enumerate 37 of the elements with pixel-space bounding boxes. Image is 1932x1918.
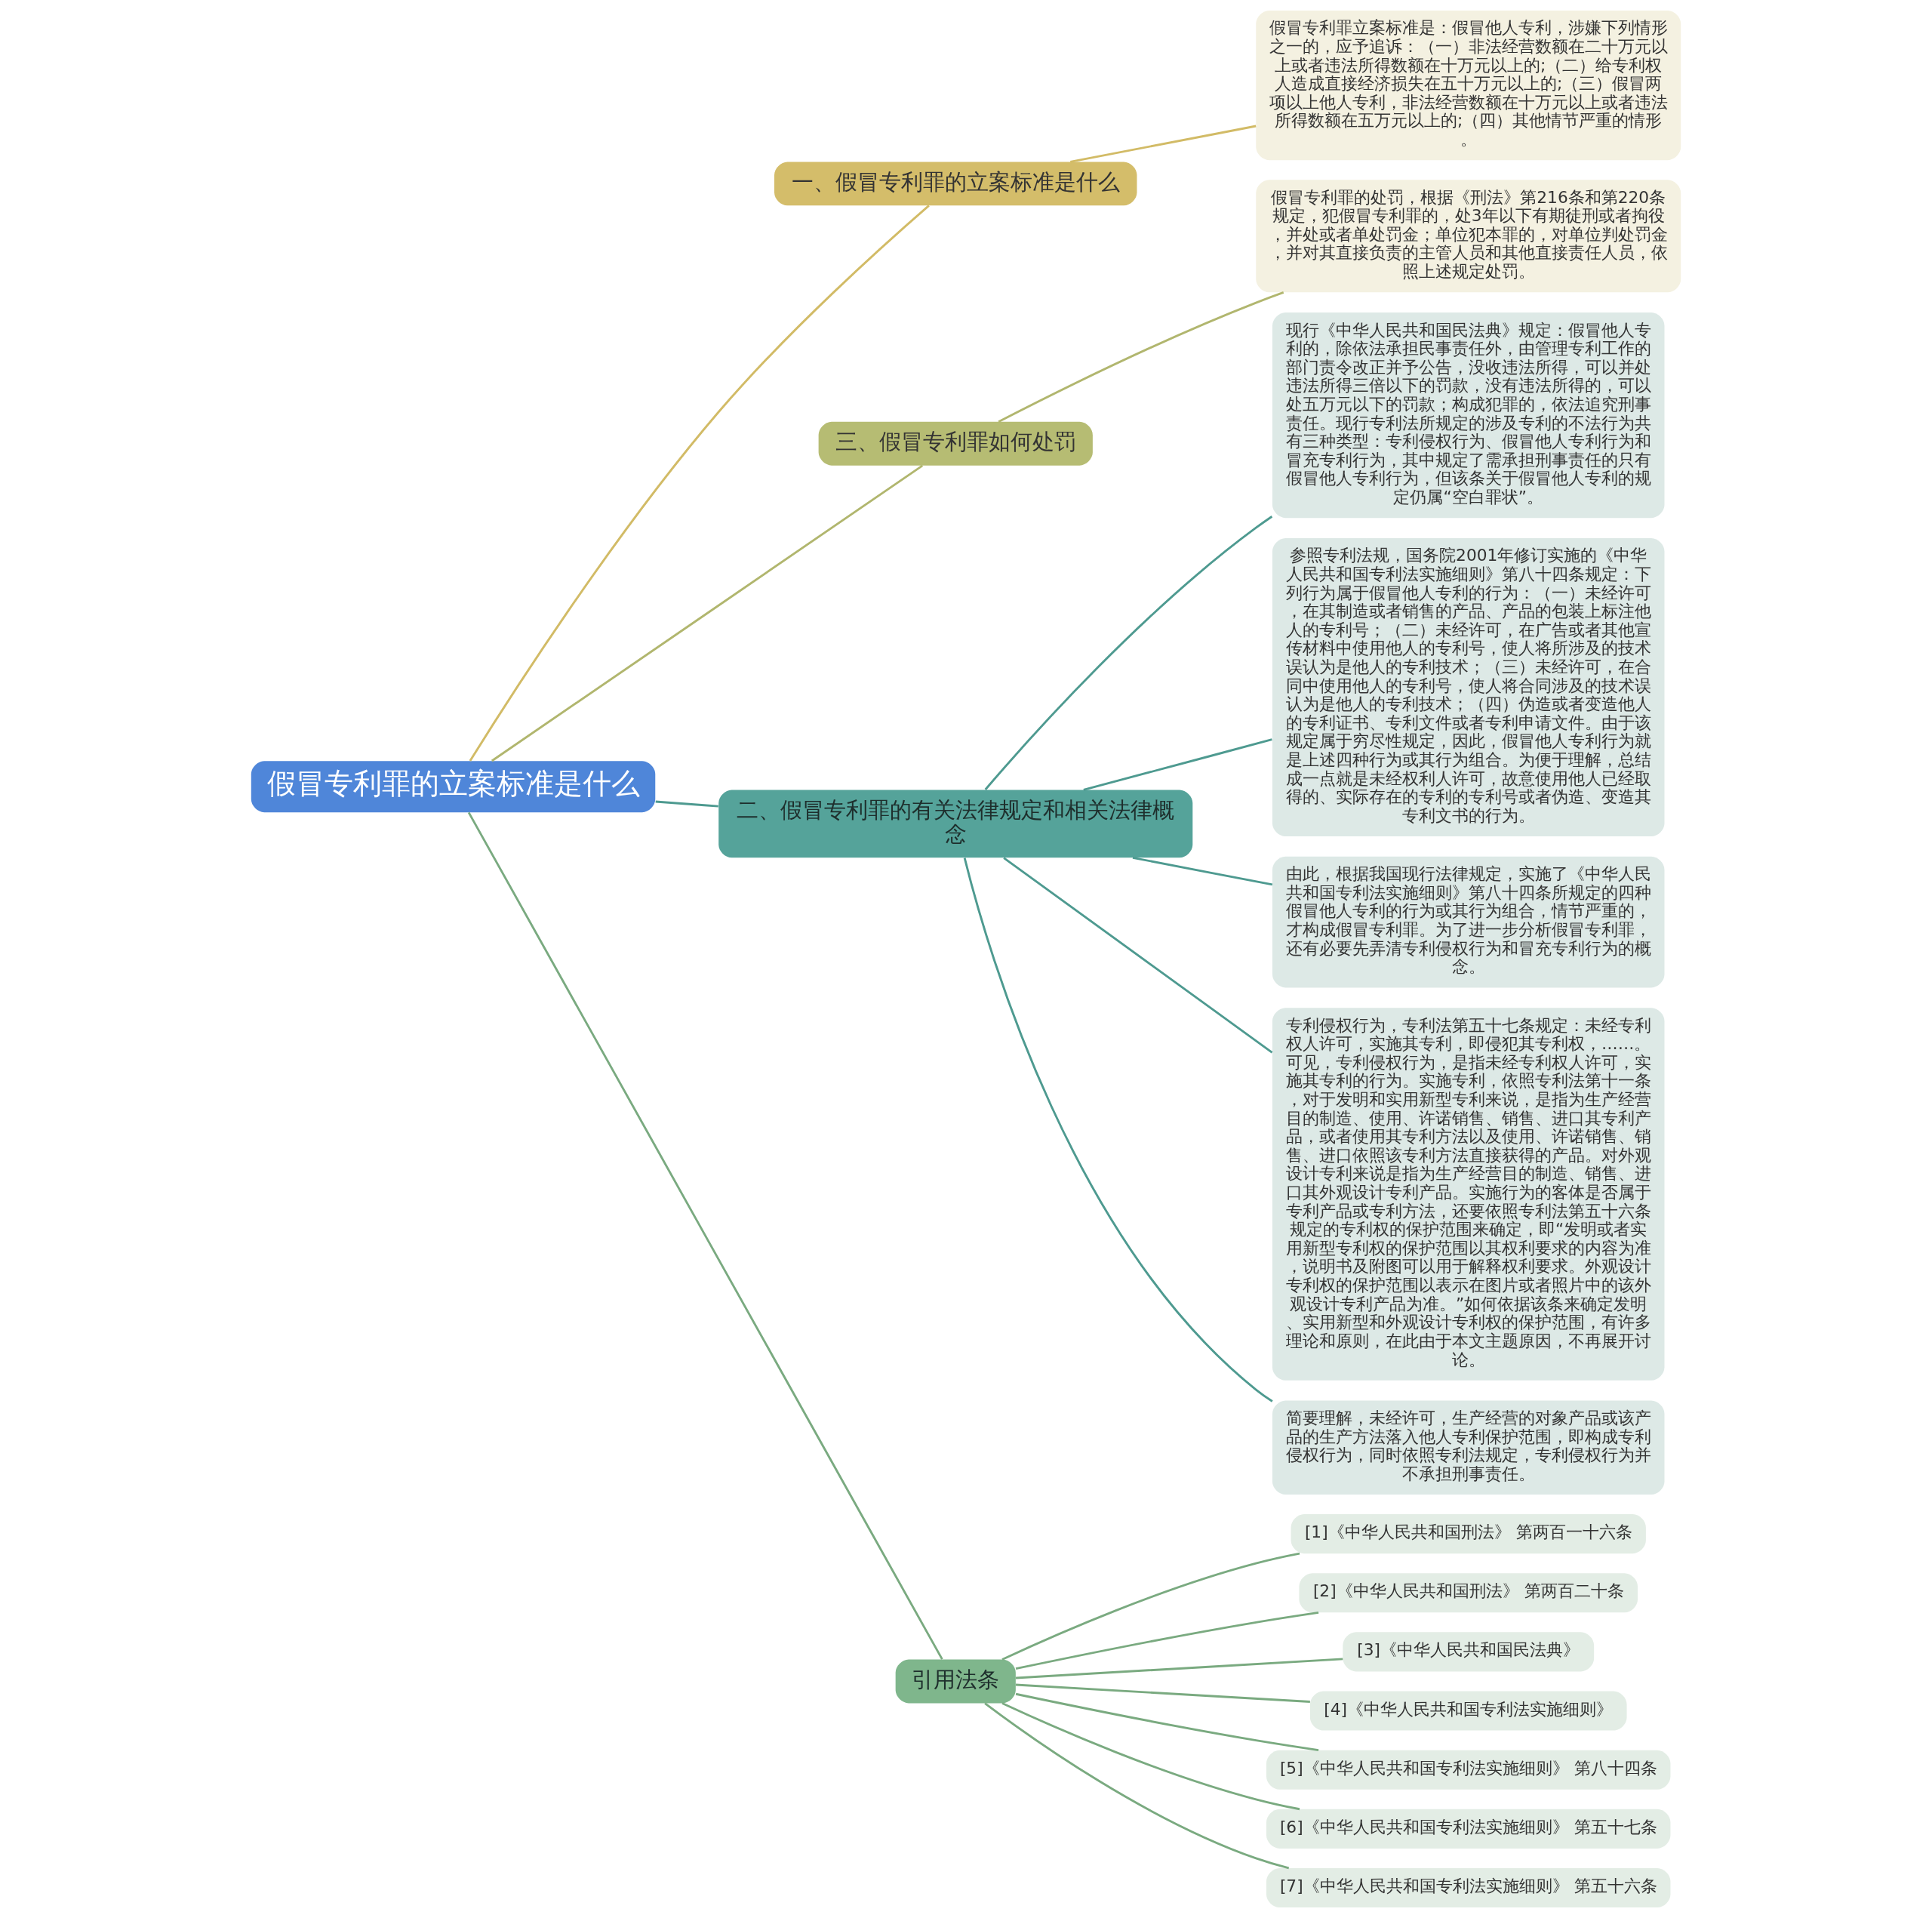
node-box: 假冒专利罪的处罚，根据《刑法》第216条和第220条规定，犯假冒专利罪的，处3年以下有期徒刑或者拘役，并处或者单处罚金；单位犯本罪的，对单位判处罚金，并对其直接负责的主管人员和其他直接责任人员，依照上述规定处罚。 [1256,180,1681,293]
connector [984,1702,1290,1870]
connector [1015,1611,1319,1670]
node-box: [7]《中华人民共和国专利法实施细则》 第五十六条 [1266,1867,1671,1908]
node-box: 一、假冒专利罪的立案标准是什么 [774,162,1137,206]
connector [1132,856,1273,886]
node-box: 假冒专利罪立案标准是：假冒他人专利，涉嫌下列情形之一的，应予追诉：（一）非法经营数额在二十万元以上或者违法所得数额在十万元以上的;（二）给专利权人造成直接经济损失在五十万元以上的;（三）假冒两项以上他人专利，非法经营数额在十万元以上或者违法所得数额在五万元以上的;（四）其他情节严重的情形。 [1256,10,1681,161]
node-box: 假冒专利罪的立案标准是什么 [251,761,656,813]
connector [998,291,1284,423]
connector [963,857,1273,1402]
connector [1015,1658,1343,1679]
node-box: [3]《中华人民共和国民法典》 [1343,1632,1595,1672]
node-box: 引用法条 [895,1659,1016,1704]
connector [467,811,943,1660]
node-box: 简要理解，未经许可，生产经营的对象产品或该产品的生产方法落入他人专利保护范围，即构成专利侵权行为，同时依照专利法规定，专利侵权行为并不承担刑事责任。 [1272,1400,1665,1495]
node-box: [6]《中华人民共和国专利法实施细则》 第五十七条 [1266,1809,1671,1849]
connector [1083,738,1272,791]
node-box: 由此，根据我国现行法律规定，实施了《中华人民共和国专利法实施细则》第八十四条所规定的四种假冒他人专利的行为或其行为组合，情节严重的，才构成假冒专利罪。为了进一步分析假冒专利罪，还有必要先弄清专利侵权行为和冒充专利行为的概念。 [1272,856,1665,988]
connector [1015,1683,1310,1703]
connector [1015,1692,1319,1752]
connector [984,516,1273,790]
connector [1070,125,1257,163]
connector [655,800,718,808]
node-box: [4]《中华人民共和国专利法实施细则》 [1309,1691,1627,1731]
node-box: 现行《中华人民共和国民法典》规定：假冒他人专利的，除依法承担民事责任外，由管理专利工作的部门责令改正并予公告，没收违法所得，可以并处违法所得三倍以下的罚款，没有违法所得的，可以处五万元以下的罚款；构成犯罪的，依法追究刑事责任。现行专利法所规定的涉及专利的不法行为共有三种类型：专利侵权行为、假冒他人专利行为和冒充专利行为，其中规定了需承担刑事责任的只有假冒他人专利行为，但该条关于假冒他人专利的规定仍属“空白罪状”。 [1272,312,1665,519]
node-box: [2]《中华人民共和国刑法》 第两百二十条 [1299,1573,1638,1613]
connector [491,464,924,762]
connector [1003,857,1273,1054]
node-box: 三、假冒专利罪如何处罚 [818,421,1093,466]
node-box: [1]《中华人民共和国刑法》 第两百一十六条 [1291,1514,1646,1554]
node-box: 专利侵权行为，专利法第五十七条规定：未经专利权人许可，实施其专利，即侵犯其专利权，……。可见，专利侵权行为，是指未经专利权人许可，实施其专利的行为。实施专利，依照专利法第十一条，对于发明和实用新型专利来说，是指为生产经营目的制造、使用、许诺销售、销售、进口其专利产品，或者使用其专利方法以及使用、许诺销售、销售、进口依照该专利方法直接获得的产品。对外观设计专利来说是指为生产经营目的制造、销售、进口其外观设计专利产品。实施行为的客体是否属于专利产品或专利方法，还要依照专利法第五十六条规定的专利权的保护范围来确定，即“发明或者实用新型专利权的保护范围以其权利要求的内容为准，说明书及附图可以用于解释权利要求。外观设计专利权的保护范围以表示在图片或者照片中的该外观设计专利产品为准。”如何依据该条来确定发明、实用新型和外观设计专利权的保护范围，有许多理论和原则，在此由于本文主题原因，不再展开讨论。 [1272,1008,1665,1381]
connector [1001,1702,1300,1811]
node-box: 参照专利法规，国务院2001年修订实施的《中华人民共和国专利法实施细则》第八十四条规定：下列行为属于假冒他人专利的行为：（一）未经许可，在其制造或者销售的产品、产品的包装上标注他人的专利号；（二）未经许可，在广告或者其他宣传材料中使用他人的专利号，使人将所涉及的技术误认为是他人的专利技术；（三）未经许可，在合同中使用他人的专利号，使人将合同涉及的技术误认为是他人的专利技术；（四）伪造或者变造他人的专利证书、专利文件或者专利申请文件。由于该规定属于穷尽性规定，因此，假冒他人专利行为就是上述四种行为或其行为组合。为便于理解，总结成一点就是未经权利人许可，故意使用他人已经取得的、实际存在的专利的专利号或者伪造、变造其专利文书的行为。 [1272,537,1665,837]
node-box: [5]《中华人民共和国专利法实施细则》 第八十四条 [1266,1750,1671,1790]
node-box: 二、假冒专利罪的有关法律规定和相关法律概念 [718,790,1193,858]
connector [469,205,930,762]
connector [1001,1552,1300,1661]
